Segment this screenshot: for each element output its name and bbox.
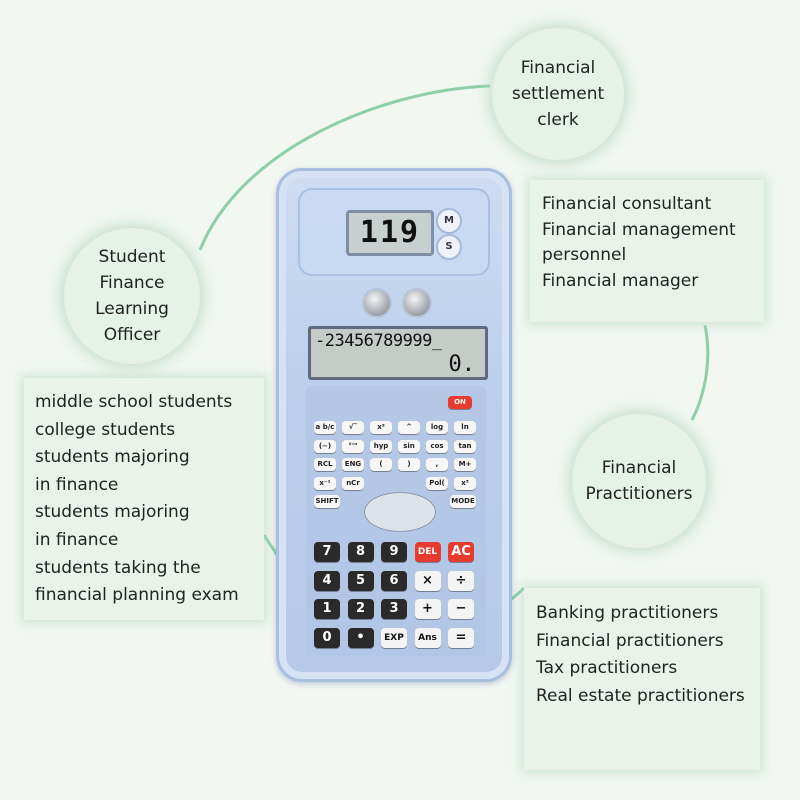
box-line: Banking practitioners bbox=[536, 603, 719, 623]
main-display-line1: -23456789999_ bbox=[315, 331, 442, 351]
box-students: middle school students college students … bbox=[24, 378, 264, 620]
box-line: students majoring bbox=[35, 447, 190, 468]
circle-line: Officer bbox=[103, 325, 161, 345]
box-line: Tax practitioners bbox=[536, 658, 678, 679]
calc-key[interactable]: • bbox=[347, 627, 374, 648]
function-key[interactable]: cos bbox=[426, 439, 448, 453]
box-line: students majoring bbox=[35, 502, 190, 523]
function-key[interactable]: (−) bbox=[314, 439, 336, 453]
circle-student-finance-learning-officer: Student Finance Learning Officer bbox=[64, 228, 200, 364]
circle-line: Learning bbox=[95, 299, 169, 319]
box-line: Financial management bbox=[542, 219, 736, 240]
calc-key[interactable]: 7 bbox=[314, 542, 340, 562]
calc-key[interactable]: 0 bbox=[314, 627, 340, 648]
calc-key[interactable]: − bbox=[448, 599, 474, 619]
function-key[interactable]: , bbox=[426, 458, 448, 471]
function-key[interactable]: MODE bbox=[450, 495, 476, 508]
circle-line: Student bbox=[98, 247, 166, 267]
box-line: Real estate practitioners bbox=[536, 685, 745, 706]
calc-key[interactable]: = bbox=[448, 627, 474, 648]
circle-line: Finance bbox=[99, 273, 165, 293]
function-key[interactable]: sin bbox=[398, 439, 420, 453]
function-key[interactable]: x² bbox=[370, 421, 392, 434]
calc-key[interactable]: 3 bbox=[381, 599, 407, 619]
circle-financial-practitioners: Financial Practitioners bbox=[572, 414, 706, 548]
calc-key[interactable]: 8 bbox=[347, 542, 374, 562]
circle-financial-settlement-clerk: Financial settlement clerk bbox=[492, 28, 624, 160]
function-key[interactable]: °'" bbox=[342, 439, 364, 453]
calc-key[interactable]: AC bbox=[448, 542, 474, 562]
box-line: middle school students bbox=[35, 392, 233, 412]
on-button[interactable]: ON bbox=[448, 396, 472, 409]
calc-key[interactable]: 2 bbox=[347, 599, 374, 619]
function-key[interactable]: RCL bbox=[314, 458, 336, 471]
roller-knob-right[interactable] bbox=[402, 288, 432, 318]
calc-key[interactable]: 1 bbox=[314, 599, 340, 619]
calc-key[interactable]: + bbox=[414, 599, 441, 619]
function-key[interactable]: log bbox=[426, 421, 448, 434]
calc-key[interactable]: 5 bbox=[347, 570, 374, 591]
box-line: college students bbox=[35, 419, 176, 440]
function-key[interactable]: tan bbox=[454, 439, 476, 453]
calc-key[interactable]: DEL bbox=[414, 542, 441, 562]
function-key[interactable]: x⁻¹ bbox=[314, 476, 336, 490]
main-display-line2: 0. bbox=[448, 352, 476, 377]
function-key[interactable]: hyp bbox=[370, 439, 392, 453]
mini-button-s[interactable]: S bbox=[436, 234, 462, 260]
box-line: Financial practitioners bbox=[536, 630, 724, 651]
box-line: students taking the bbox=[35, 557, 201, 578]
function-key[interactable]: √‾ bbox=[342, 421, 364, 434]
box-line: in finance bbox=[35, 474, 119, 495]
calc-key[interactable]: × bbox=[414, 570, 441, 591]
roller-knob-left[interactable] bbox=[362, 288, 392, 318]
function-key[interactable]: ( bbox=[370, 458, 392, 471]
calc-key[interactable]: EXP bbox=[381, 627, 407, 648]
calc-key[interactable]: 6 bbox=[381, 570, 407, 591]
circle-line: clerk bbox=[537, 110, 579, 130]
circle-line: settlement bbox=[511, 84, 605, 104]
circle-line: Financial bbox=[601, 458, 677, 478]
function-key[interactable]: Pol( bbox=[426, 476, 448, 490]
function-key[interactable]: a b/c bbox=[314, 421, 336, 434]
circle-line: Financial bbox=[520, 58, 596, 78]
calc-key[interactable]: 9 bbox=[381, 542, 407, 562]
box-practitioners: Banking practitioners Financial practiti… bbox=[524, 588, 760, 770]
box-line: financial planning exam bbox=[35, 585, 239, 606]
function-key[interactable]: ENG bbox=[342, 458, 364, 471]
mini-display: 119 bbox=[346, 210, 434, 256]
function-key[interactable]: M+ bbox=[454, 458, 476, 471]
box-financial-consultant: Financial consultant Financial managemen… bbox=[530, 180, 764, 322]
box-line: Financial consultant bbox=[542, 194, 712, 214]
function-key[interactable]: SHIFT bbox=[314, 495, 340, 508]
box-line: personnel bbox=[542, 245, 627, 265]
function-key[interactable]: ^ bbox=[398, 421, 420, 434]
function-key[interactable]: ln bbox=[454, 421, 476, 434]
box-line: Financial manager bbox=[542, 270, 699, 291]
box-line: in finance bbox=[35, 529, 119, 550]
mini-button-m[interactable]: M bbox=[436, 208, 462, 234]
circle-line: Practitioners bbox=[585, 484, 693, 504]
calc-key[interactable]: Ans bbox=[414, 627, 441, 648]
function-key[interactable]: ) bbox=[398, 458, 420, 471]
function-key[interactable]: x³ bbox=[454, 476, 476, 490]
function-key[interactable]: nCr bbox=[342, 476, 364, 490]
direction-pad[interactable] bbox=[364, 492, 436, 532]
main-display: -23456789999_ 0. bbox=[308, 326, 488, 380]
calc-key[interactable]: 4 bbox=[314, 570, 340, 591]
calc-key[interactable]: ÷ bbox=[448, 570, 474, 591]
